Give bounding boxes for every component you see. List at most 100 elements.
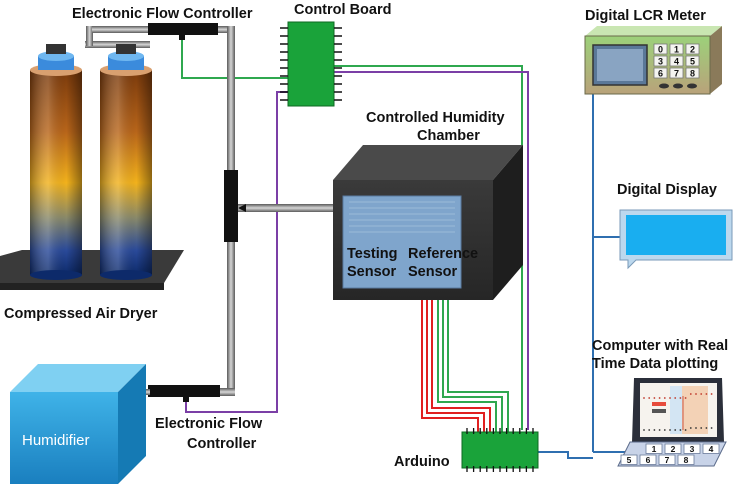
control-board xyxy=(280,21,342,107)
laptop-point xyxy=(653,397,656,399)
lcr-key-label: 6 xyxy=(658,68,663,78)
label-computer-line1: Computer with Real xyxy=(592,338,728,354)
laptop-chart xyxy=(643,386,713,434)
laptop-point xyxy=(700,427,703,429)
digital-lcr-meter: 0 1 2 3 4 5 6 7 8 xyxy=(584,26,722,95)
lcr-key-label: 3 xyxy=(658,56,663,66)
label-reference-sensor-line1: Reference xyxy=(408,246,478,262)
laptop-key-label: 2 xyxy=(671,444,676,454)
label-air-dryer: Compressed Air Dryer xyxy=(4,306,158,322)
purple-wire-flow-to-board xyxy=(185,91,290,413)
flow-valve-middle xyxy=(224,170,246,242)
lcr-key-label: 2 xyxy=(690,44,695,54)
laptop-computer: 1 2 3 4 5 6 7 8 xyxy=(617,378,727,467)
laptop-key-label: 3 xyxy=(690,444,695,454)
blue-wires xyxy=(538,91,628,459)
lcr-key-label: 0 xyxy=(658,44,663,54)
laptop-point xyxy=(710,393,713,395)
laptop-legend-marker xyxy=(652,409,666,413)
lcr-key-label: 8 xyxy=(690,68,695,78)
laptop-point xyxy=(658,397,661,399)
laptop-keyboard: 1 2 3 4 5 6 7 8 xyxy=(620,443,720,465)
laptop-point xyxy=(710,427,713,429)
label-flow-controller-top: Electronic Flow Controller xyxy=(72,6,253,22)
label-computer-line2: Time Data plotting xyxy=(592,356,718,372)
humidity-chamber xyxy=(333,145,523,300)
flow-controller-top xyxy=(148,23,218,40)
label-reference-sensor-line2: Sensor xyxy=(408,264,458,280)
lcr-key xyxy=(653,55,668,67)
laptop-point xyxy=(689,427,692,429)
lcr-key xyxy=(653,67,668,79)
lcr-key-label: 4 xyxy=(674,56,679,66)
laptop-point xyxy=(658,429,661,431)
lcr-keypad: 0 1 2 3 4 5 6 7 8 xyxy=(653,43,700,79)
label-flow-controller-bottom-line1: Electronic Flow xyxy=(155,416,263,432)
laptop-key-label: 8 xyxy=(684,455,689,465)
laptop-key xyxy=(658,454,676,465)
laptop-point xyxy=(643,429,645,431)
laptop-point xyxy=(643,397,645,399)
dryer-cylinder-right xyxy=(100,44,152,280)
laptop-point xyxy=(705,427,708,429)
laptop-legend-marker xyxy=(652,402,666,406)
laptop-key xyxy=(645,443,663,454)
laptop-key xyxy=(620,454,638,465)
chamber-window-lines xyxy=(349,201,455,233)
laptop-point xyxy=(648,429,651,431)
laptop-point xyxy=(653,429,656,431)
label-control-board: Control Board xyxy=(294,2,391,18)
lcr-key-label: 1 xyxy=(674,44,679,54)
laptop-point xyxy=(700,393,703,395)
arduino-pins xyxy=(466,428,534,472)
label-digital-display: Digital Display xyxy=(617,182,717,198)
laptop-key xyxy=(677,454,695,465)
humidifier xyxy=(10,364,146,484)
laptop-point xyxy=(679,429,682,431)
laptop-key-label: 1 xyxy=(652,444,657,454)
laptop-point xyxy=(663,429,666,431)
laptop-key xyxy=(683,443,701,454)
laptop-point xyxy=(674,397,677,399)
label-flow-controller-bottom-line2: Controller xyxy=(187,436,257,452)
chamber-window xyxy=(342,195,462,289)
board-to-arduino-wires xyxy=(334,65,529,430)
lcr-key xyxy=(685,55,700,67)
laptop-point xyxy=(705,393,708,395)
lcr-key xyxy=(669,43,684,55)
arduino-board xyxy=(461,428,539,472)
laptop-key xyxy=(664,443,682,454)
label-chamber-line2: Chamber xyxy=(417,128,480,144)
label-arduino: Arduino xyxy=(394,454,450,470)
laptop-key-label: 4 xyxy=(709,444,714,454)
lcr-key xyxy=(685,67,700,79)
laptop-key-label: 6 xyxy=(646,455,651,465)
laptop-point xyxy=(684,429,687,431)
laptop-point xyxy=(684,397,687,399)
label-testing-sensor-line2: Sensor xyxy=(347,264,397,280)
laptop-key-label: 5 xyxy=(627,455,632,465)
label-lcr-meter: Digital LCR Meter xyxy=(585,8,706,24)
control-board-pins xyxy=(280,27,342,101)
laptop-point xyxy=(679,397,682,399)
laptop-point xyxy=(669,397,671,399)
lcr-key-label: 5 xyxy=(690,56,695,66)
laptop-point xyxy=(695,393,697,395)
laptop-key-label: 7 xyxy=(665,455,670,465)
label-chamber-line1: Controlled Humidity xyxy=(366,110,505,126)
lcr-key-label: 7 xyxy=(674,68,679,78)
laptop-point xyxy=(648,397,651,399)
lcr-key xyxy=(653,43,668,55)
laptop-key xyxy=(639,454,657,465)
laptop-point xyxy=(689,393,692,395)
green-wire-flow-to-board xyxy=(181,38,290,79)
laptop-point xyxy=(674,429,677,431)
laptop-point xyxy=(669,429,671,431)
lcr-key xyxy=(685,43,700,55)
lcr-key xyxy=(669,67,684,79)
laptop-data-points xyxy=(643,393,713,431)
lcr-key xyxy=(669,55,684,67)
label-humidifier: Humidifier xyxy=(22,432,90,449)
laptop-point xyxy=(695,427,697,429)
